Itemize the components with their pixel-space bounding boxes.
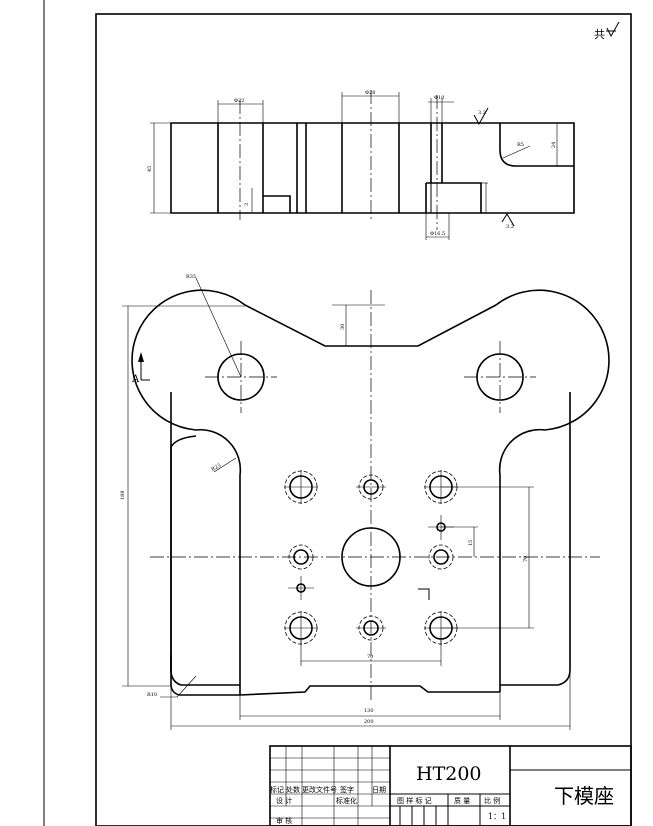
dim-height-24: 24	[551, 142, 557, 148]
tb-material: HT200	[416, 763, 482, 785]
dim-130: 130	[364, 708, 374, 714]
tb-review-label: 审 核	[276, 816, 292, 825]
title-block: 标记 处数 更改文件号 签字 日期 设 计 标准化 审 核 HT200 图 样 …	[269, 745, 632, 826]
dim-small: 3	[244, 203, 250, 206]
tb-scale-value: 1：1	[488, 812, 506, 821]
tb-date-header: 日期	[372, 786, 386, 794]
tb-standardize-label: 标准化	[336, 796, 357, 805]
section-hatch-left	[170, 122, 219, 214]
tb-sign-header: 签字	[340, 785, 354, 794]
tb-count-header: 处数	[286, 785, 300, 794]
tb-scale-header: 比 例	[484, 796, 500, 805]
section-view: Φ22 Φ28 Φ10 3.2 45 24 R5	[147, 90, 575, 240]
roughness-symbol-top	[473, 107, 489, 126]
dim-phi22: Φ22	[234, 98, 244, 104]
tb-part-name: 下模座	[554, 784, 614, 808]
dim-200: 200	[364, 719, 374, 725]
view-a-label: A	[131, 374, 140, 385]
roughness-bottom-value: 3.2	[506, 224, 514, 230]
section-outline	[170, 122, 575, 214]
tb-change-doc-header: 更改文件号	[302, 785, 337, 794]
section-hatch-mid-left	[262, 122, 298, 214]
sheet-count-label: 共	[594, 28, 605, 41]
plan-view: R35 R23 R10 30 188 A 70 15	[120, 274, 610, 730]
dim-r5: R5	[517, 142, 524, 148]
section-hatch-center-left	[305, 122, 343, 214]
dim-15: 15	[468, 540, 474, 546]
dim-30: 30	[340, 324, 346, 330]
dim-70-vertical: 70	[523, 556, 529, 562]
dim-r23: R23	[210, 463, 222, 473]
sheet-border	[43, 0, 632, 826]
dim-70-horizontal: 70	[367, 654, 373, 660]
roughness-symbol-general	[606, 21, 620, 38]
dim-phi10: Φ10	[434, 95, 444, 101]
section-hatch-right	[441, 122, 575, 214]
roughness-symbol-bottom	[501, 213, 515, 227]
tb-drawing-mark-header: 图 样 标 记	[397, 796, 432, 805]
dim-phi16-5: Φ16.5	[430, 231, 445, 237]
dim-height-45: 45	[147, 166, 153, 172]
tb-mark-header: 标记	[270, 785, 284, 794]
tb-weight-header: 质 量	[454, 796, 470, 805]
view-direction-mark	[418, 588, 430, 600]
dim-phi28: Φ28	[365, 90, 375, 96]
view-a-arrow: A	[131, 352, 150, 385]
tb-design-label: 设 计	[276, 796, 292, 805]
roughness-top-value: 3.2	[478, 110, 486, 116]
dim-188: 188	[120, 490, 126, 500]
dim-r10: R10	[147, 692, 157, 698]
dim-r35: R35	[186, 274, 196, 280]
